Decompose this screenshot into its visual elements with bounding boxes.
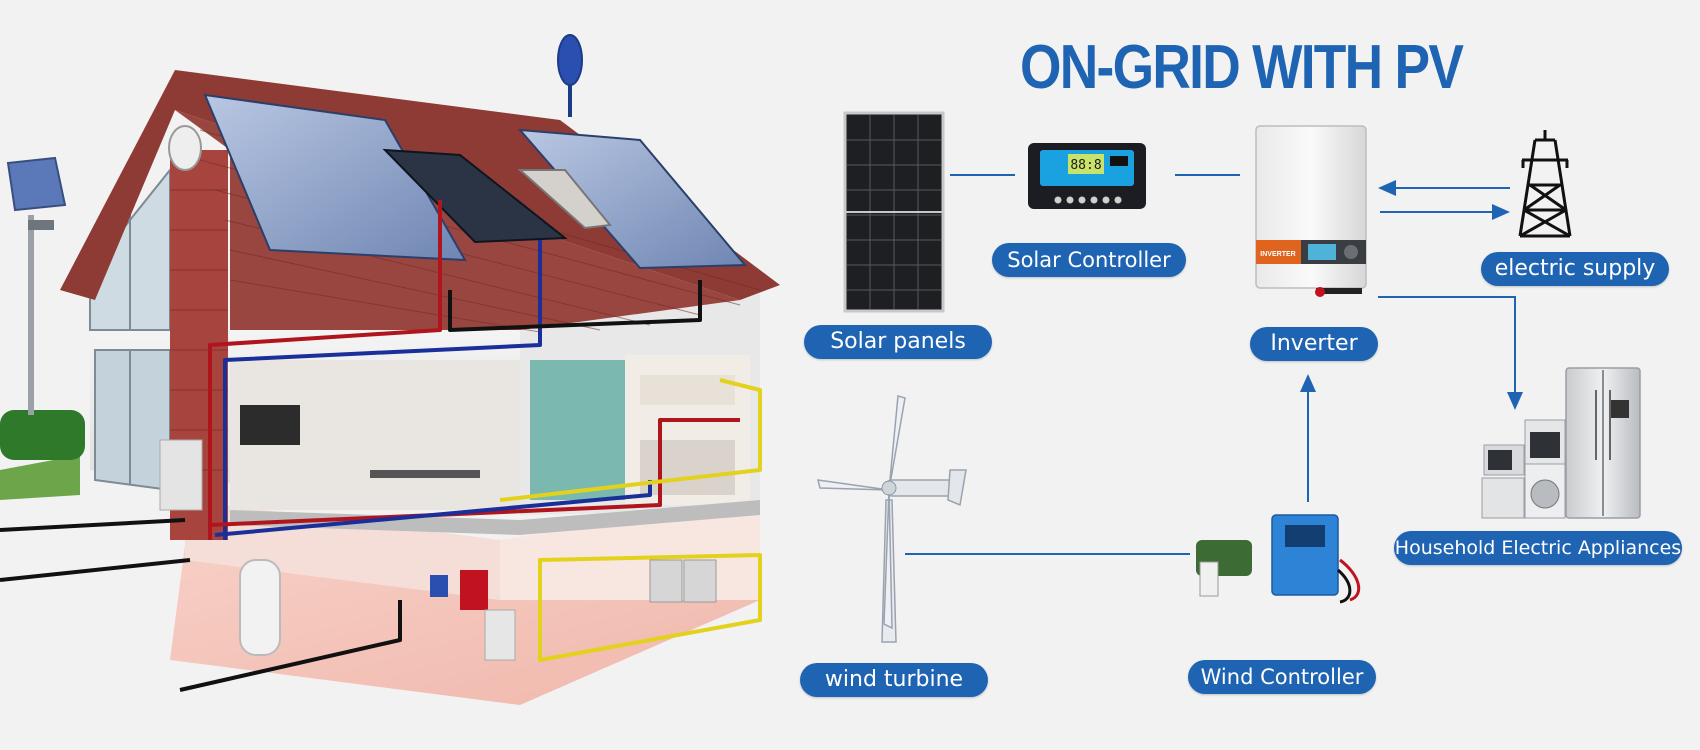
- roof-solar-panel-left: [203, 93, 467, 262]
- label-electric-supply: electric supply: [1481, 252, 1669, 286]
- arrow-inverter-to-appliances: [1378, 296, 1523, 410]
- solar-water-heater: [382, 148, 568, 244]
- controller-lcd-readout: 88:8: [1070, 158, 1101, 173]
- solar-street-lamp: [6, 156, 67, 415]
- solar-controller-device: 88:8: [1028, 143, 1146, 209]
- connector-lines: [905, 174, 1523, 555]
- household-appliances-icon: [1481, 367, 1641, 519]
- wind-turbine-icon: [817, 395, 967, 643]
- dishwasher: [1481, 477, 1525, 519]
- hedge: [0, 410, 85, 460]
- battery-unit: [460, 570, 488, 610]
- outdoor-ac-unit: [159, 439, 203, 511]
- label-wind-controller: Wind Controller: [1188, 660, 1376, 694]
- solar-panel-module: [843, 111, 945, 313]
- satellite-dish: [168, 125, 202, 171]
- inverter-brand-label: INVERTER: [1260, 251, 1295, 258]
- label-household-appliances: Household Electric Appliances: [1394, 531, 1682, 565]
- label-solar-panels: Solar panels: [804, 325, 992, 359]
- house-illustration: [0, 34, 780, 705]
- label-inverter: Inverter: [1250, 327, 1378, 361]
- inverter-device: INVERTER: [1255, 125, 1367, 297]
- transmission-tower-icon: [1518, 130, 1572, 238]
- label-wind-turbine: wind turbine: [800, 663, 988, 697]
- water-tank: [239, 559, 281, 656]
- wind-controller-device: [1196, 514, 1361, 604]
- page-title: ON-GRID WITH PV: [1020, 33, 1464, 102]
- label-solar-controller: Solar Controller: [992, 243, 1186, 277]
- roof-wind-turbine: [557, 34, 583, 117]
